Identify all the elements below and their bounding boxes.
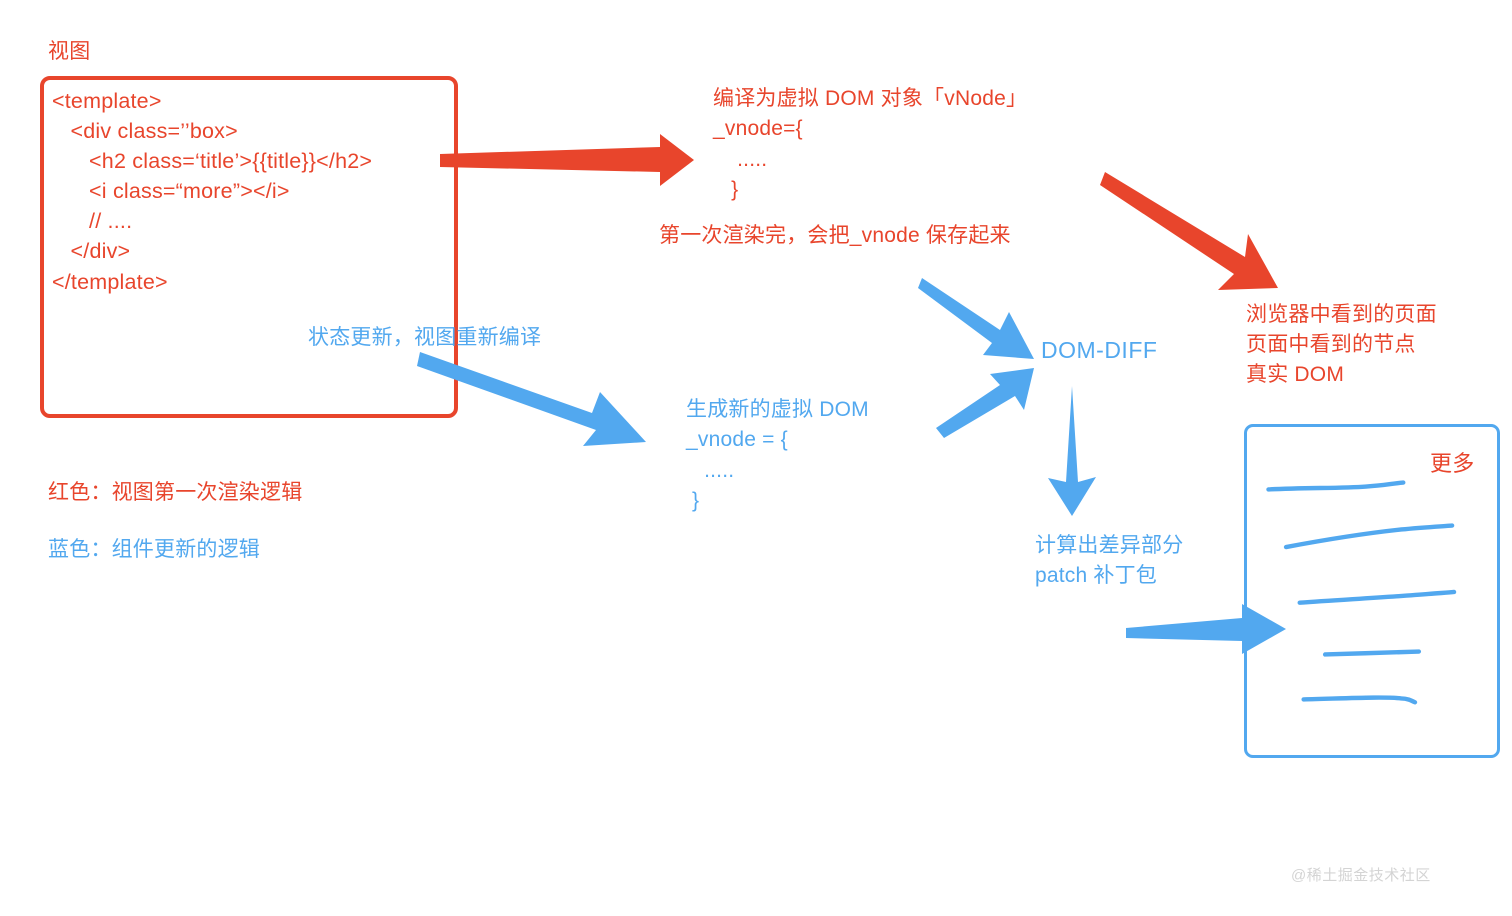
watermark: @稀土掘金技术社区 — [1291, 867, 1431, 884]
state-update-note: 状态更新，视图重新编译 — [308, 326, 542, 349]
arrow-savedvnode-to-domdiff — [918, 278, 1034, 359]
arrow-template-to-vnode — [440, 134, 694, 186]
arrow-vnode-to-realdom — [1100, 172, 1278, 290]
new-vdom-note-body: _vnode = { ..... } — [686, 428, 788, 513]
compile-note: 编译为虚拟 DOM 对象「vNode」 _vnode={ ..... } — [713, 84, 1027, 206]
new-vdom-note-title: 生成新的虚拟 DOM — [686, 398, 869, 421]
new-vdom-note: 生成新的虚拟 DOM _vnode = { ..... } — [686, 395, 869, 517]
patch-note: 计算出差异部分 patch 补丁包 — [1035, 534, 1184, 587]
first-render-note: 第一次渲染完，会把_vnode 保存起来 — [659, 224, 1011, 247]
more-label: 更多 — [1430, 451, 1475, 476]
dom-diff-label: DOM-DIFF — [1041, 337, 1158, 363]
compile-note-body: _vnode={ ..... } — [713, 117, 803, 202]
arrow-newvnode-to-domdiff — [936, 368, 1034, 438]
template-code-box — [40, 76, 458, 418]
view-section-label: 视图 — [48, 40, 91, 63]
legend-blue: 蓝色：组件更新的逻辑 — [48, 538, 260, 561]
rendered-page-lines — [1266, 480, 1457, 705]
rendered-page-card — [1244, 424, 1500, 758]
legend-red: 红色：视图第一次渲染逻辑 — [48, 481, 303, 504]
arrow-domdiff-to-patch — [1048, 386, 1096, 516]
compile-note-title: 编译为虚拟 DOM 对象「vNode」 — [713, 87, 1028, 110]
browser-real-dom-note: 浏览器中看到的页面 页面中看到的节点 真实 DOM — [1246, 303, 1437, 386]
template-code-text: <template> <div class=’’box> <h2 class=‘… — [52, 89, 373, 294]
